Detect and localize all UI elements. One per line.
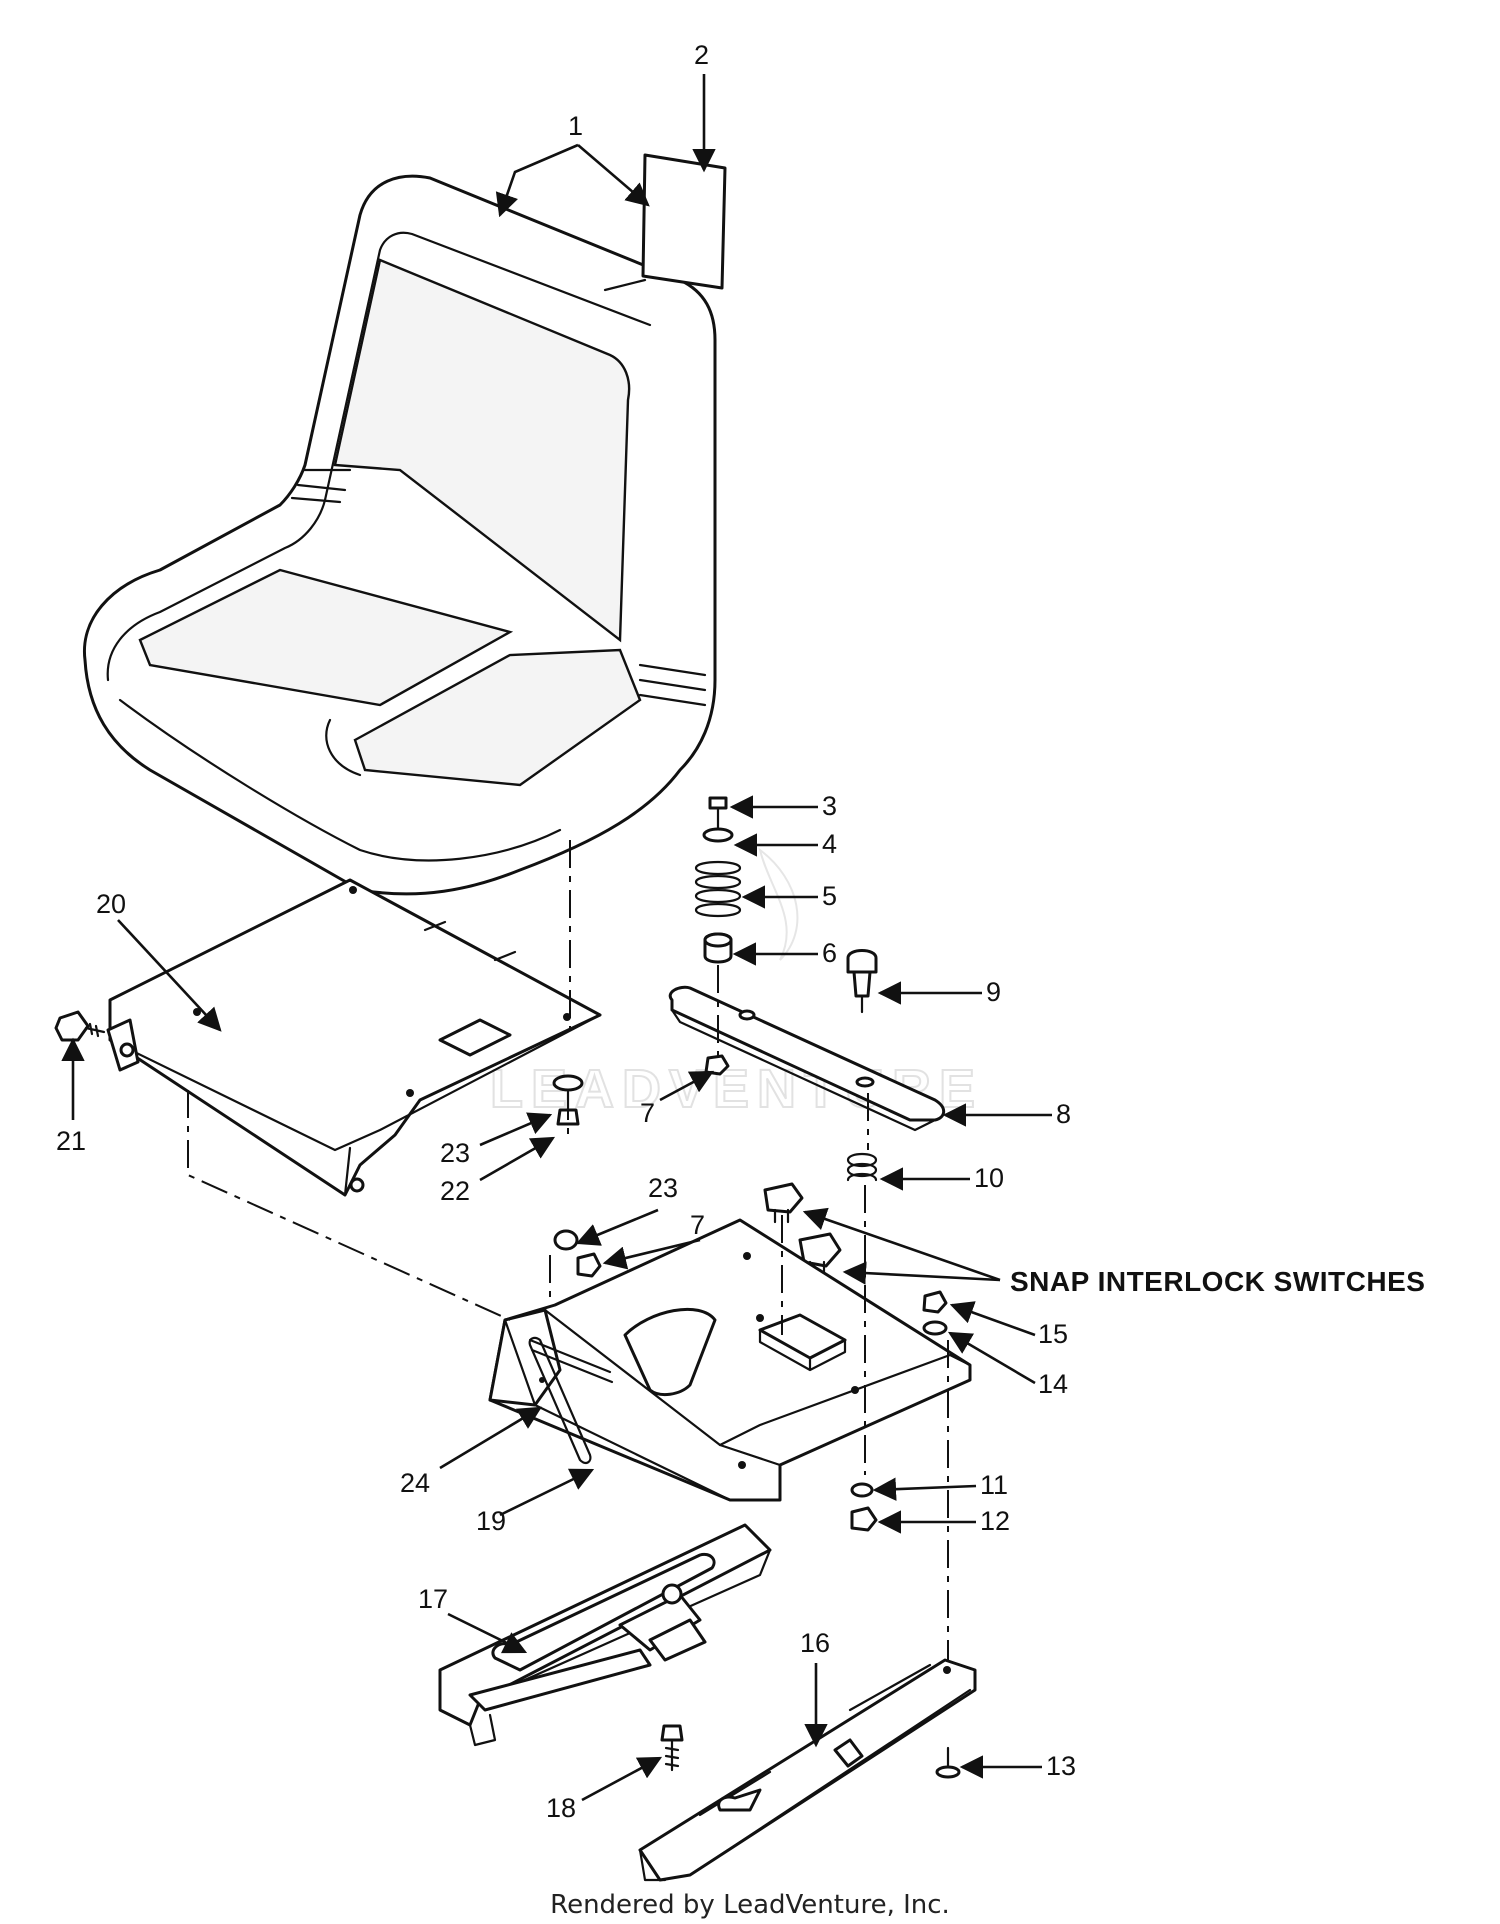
washer-23-lower	[553, 1229, 579, 1251]
label-part-17: 17	[418, 1584, 448, 1614]
label-part-11: 11	[980, 1470, 1008, 1500]
label-part-16: 16	[800, 1628, 830, 1658]
label-part-21: 21	[56, 1126, 86, 1156]
nut-7	[704, 1054, 730, 1076]
seat-slide-17	[438, 1523, 772, 1747]
label-part-1: 1	[568, 111, 583, 141]
washer-23	[552, 1074, 584, 1092]
label-part-13: 13	[1046, 1751, 1076, 1781]
label-part-3: 3	[822, 791, 837, 821]
leader-lines	[61, 74, 1052, 1802]
bolt-18	[660, 1724, 684, 1772]
seat-mounting-plate	[106, 878, 602, 1197]
interlock-switch-upper	[763, 1182, 804, 1224]
part-numbers: 1 2 3 4 5 6 7 8 9 10 11 12 13 14 15 16 1…	[56, 40, 1076, 1823]
label-part-7: 7	[640, 1098, 655, 1128]
label-part-7-lower: 7	[690, 1210, 705, 1240]
seat-base	[488, 1218, 972, 1502]
label-part-23-lower: 23	[648, 1173, 678, 1203]
label-part-20: 20	[96, 889, 126, 919]
label-part-24: 24	[400, 1468, 430, 1498]
label-part-19: 19	[476, 1506, 506, 1536]
label-part-10: 10	[974, 1163, 1004, 1193]
label-part-5: 5	[822, 881, 837, 911]
seat	[82, 174, 717, 896]
lockwasher-11	[850, 1482, 874, 1498]
label-part-2: 2	[694, 40, 709, 70]
label-part-12: 12	[980, 1506, 1010, 1536]
label-part-6: 6	[822, 938, 837, 968]
bolt-21	[54, 1010, 106, 1042]
label-part-14: 14	[1038, 1369, 1068, 1399]
label-part-4: 4	[822, 829, 837, 859]
label-part-22: 22	[440, 1176, 470, 1206]
bolt-13	[935, 1746, 961, 1779]
nut-7-lower	[576, 1252, 602, 1278]
label-part-9: 9	[986, 977, 1001, 1007]
label-part-15: 15	[1038, 1319, 1068, 1349]
snap-interlock-switches-callout: SNAP INTERLOCK SWITCHES	[1010, 1266, 1425, 1297]
seat-slide-16	[638, 1658, 977, 1882]
label-part-23: 23	[440, 1138, 470, 1168]
bolt-9	[846, 949, 878, 1014]
seat-bracket-8	[668, 985, 946, 1132]
label-part-18: 18	[546, 1793, 576, 1823]
spring-10	[846, 1152, 878, 1182]
washer-14	[922, 1320, 948, 1336]
footer-credit: Rendered by LeadVenture, Inc.	[550, 1890, 950, 1920]
nut-15	[922, 1290, 948, 1314]
spring-assembly	[694, 796, 742, 964]
nut-12	[850, 1506, 878, 1532]
label-part-8: 8	[1056, 1099, 1071, 1129]
